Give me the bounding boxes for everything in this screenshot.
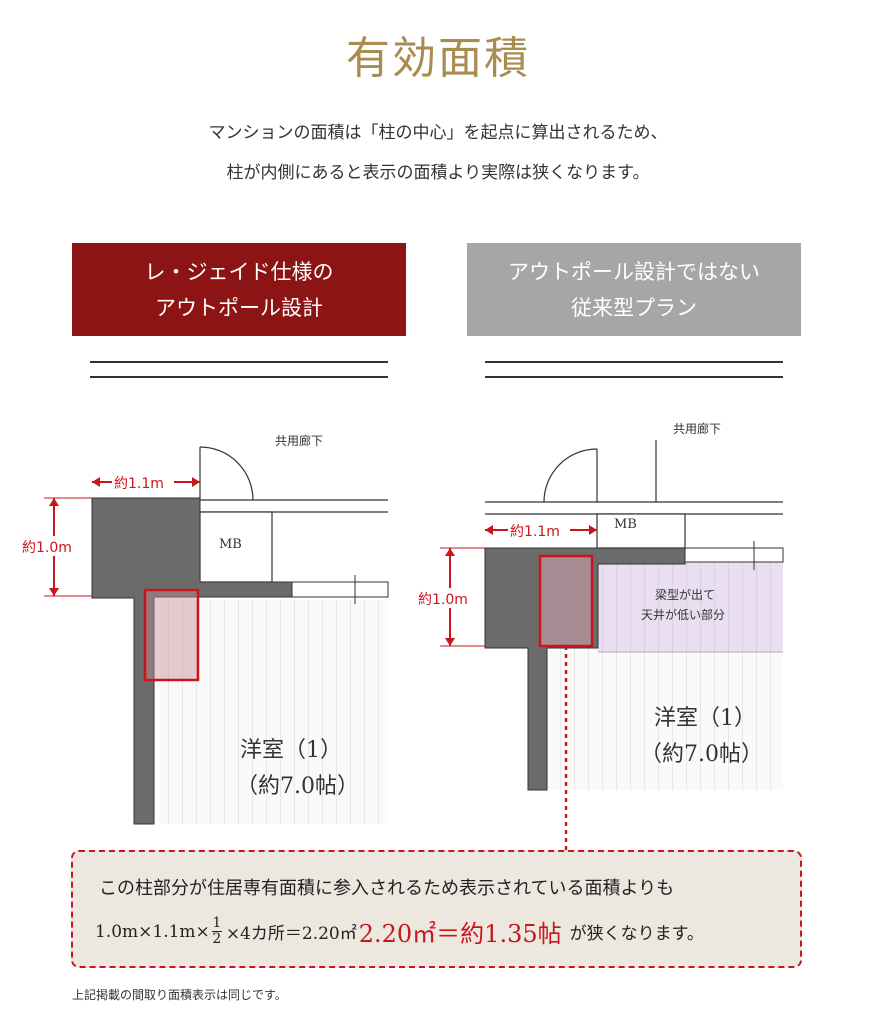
conventional-label-line2: 従来型プラン bbox=[571, 295, 697, 320]
left-corridor-label: 共用廊下 bbox=[275, 434, 324, 448]
conventional-plan-label: アウトポール設計ではない 従来型プラン bbox=[467, 243, 801, 336]
left-mb-label: MB bbox=[219, 537, 242, 552]
left-mb-box bbox=[199, 511, 273, 583]
note-formula: 1.0m×1.1m× 1 2 ×4カ所＝2.20㎡ 2.20㎡＝約1.35帖 が… bbox=[95, 914, 704, 949]
left-divider-top bbox=[90, 361, 388, 363]
right-corridor-label: 共用廊下 bbox=[673, 422, 722, 436]
outpole-label-line1: レ・ジェイド仕様の bbox=[144, 259, 334, 284]
conventional-label-line1: アウトポール設計ではない bbox=[508, 259, 760, 284]
right-room-size: （約7.0帖） bbox=[640, 742, 763, 767]
note-explanation: この柱部分が住居専有面積に参入されるため表示されている面積よりも bbox=[99, 878, 675, 899]
left-room-name: 洋室（1） bbox=[240, 738, 342, 763]
right-beam-note-line1: 梁型が出て bbox=[655, 588, 716, 602]
intro-text-line1: マンションの面積は「柱の中心」を起点に算出されるため、 bbox=[208, 123, 668, 143]
right-room-name: 洋室（1） bbox=[654, 706, 756, 731]
left-height-dim-label: 約1.0m bbox=[22, 540, 72, 556]
right-beam-note-line2: 天井が低い部分 bbox=[641, 608, 726, 622]
right-divider-bottom bbox=[485, 376, 783, 378]
formula-fraction: 1 2 bbox=[211, 915, 222, 947]
right-width-dim-label: 約1.1m bbox=[510, 524, 560, 540]
right-mb-box bbox=[596, 513, 686, 549]
left-outpole-column bbox=[91, 497, 293, 825]
note-conclusion: が狭くなります。 bbox=[569, 924, 704, 944]
area-reduction-note: この柱部分が住居専有面積に参入されるため表示されている面積よりも 1.0m×1.… bbox=[71, 850, 802, 968]
left-room-size: （約7.0帖） bbox=[236, 774, 359, 799]
footnote: 上記掲載の間取り面積表示は同じです。 bbox=[72, 988, 287, 1002]
left-column-highlight bbox=[143, 588, 200, 682]
formula-suffix: ×4カ所＝2.20㎡ bbox=[225, 924, 357, 944]
reduction-highlight: 2.20㎡＝約1.35帖 bbox=[358, 920, 562, 948]
outpole-design-label: レ・ジェイド仕様の アウトポール設計 bbox=[72, 243, 406, 336]
right-divider-top bbox=[485, 361, 783, 363]
left-width-dim-label: 約1.1m bbox=[114, 476, 164, 492]
left-divider-bottom bbox=[90, 376, 388, 378]
formula-prefix: 1.0m×1.1m× bbox=[95, 921, 210, 942]
right-mb-label: MB bbox=[614, 517, 637, 532]
right-door-arc bbox=[543, 448, 598, 503]
page-title: 有効面積 bbox=[346, 33, 530, 84]
right-column-highlight bbox=[538, 554, 594, 648]
right-height-dim-label: 約1.0m bbox=[418, 592, 468, 608]
outpole-label-line2: アウトポール設計 bbox=[155, 295, 323, 320]
intro-text-line2: 柱が内側にあると表示の面積より実際は狭くなります。 bbox=[226, 163, 650, 183]
left-door-arc bbox=[199, 446, 254, 501]
fraction-denominator: 2 bbox=[212, 931, 222, 947]
fraction-numerator: 1 bbox=[212, 915, 222, 931]
right-beam-area bbox=[598, 562, 783, 652]
